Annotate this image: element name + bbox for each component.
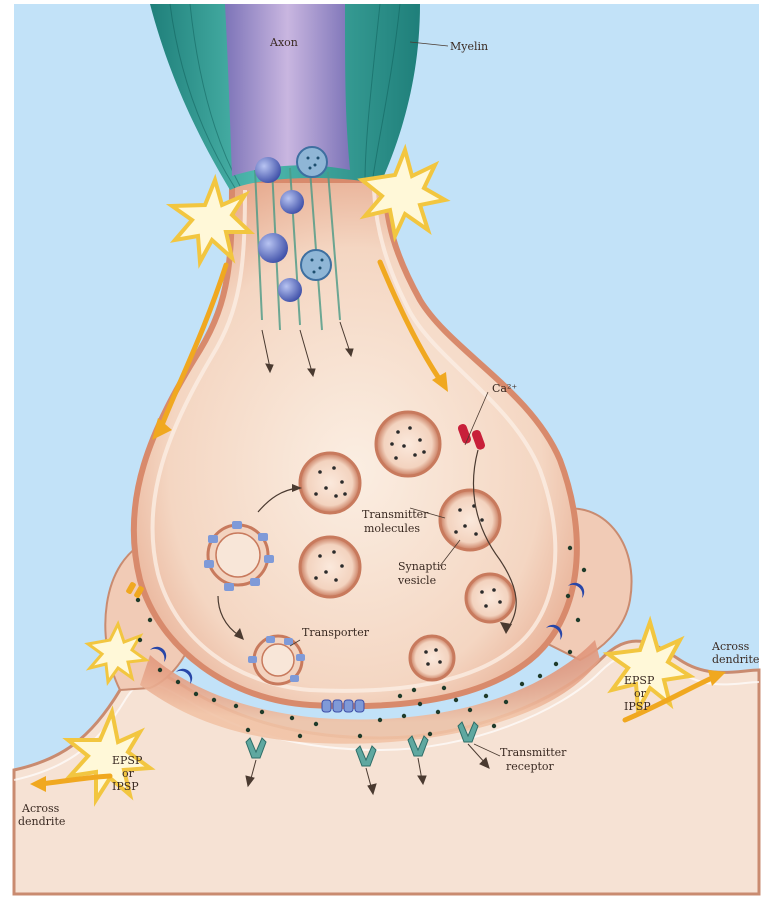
label-synaptic-vesicle-1: Synaptic: [398, 560, 447, 573]
label-epsp-left-3: IPSP: [112, 780, 139, 793]
label-epsp-left-1: EPSP: [112, 754, 143, 767]
label-calcium: Ca²⁺: [492, 382, 517, 395]
label-transmitter-receptor-2: receptor: [506, 760, 555, 773]
label-transmitter-receptor-1: Transmitter: [500, 746, 567, 759]
label-transmitter-molecules-2: molecules: [364, 522, 420, 535]
label-epsp-right-1: EPSP: [624, 674, 655, 687]
label-epsp-right-2: or: [634, 687, 647, 700]
axon-core: [225, 4, 350, 176]
label-myelin: Myelin: [450, 40, 488, 53]
label-synaptic-vesicle-2: vesicle: [397, 574, 436, 587]
label-transmitter-molecules-1: Transmitter: [362, 508, 429, 521]
label-across-dendrite-right-2: dendrite: [712, 653, 759, 666]
label-across-dendrite-left-1: Across: [21, 802, 60, 815]
label-across-dendrite-right-1: Across: [711, 640, 750, 653]
label-axon: Axon: [269, 36, 298, 49]
label-across-dendrite-left-2: dendrite: [18, 815, 65, 828]
label-transporter: Transporter: [302, 626, 370, 639]
label-epsp-left-2: or: [122, 767, 135, 780]
label-epsp-right-3: IPSP: [624, 700, 651, 713]
